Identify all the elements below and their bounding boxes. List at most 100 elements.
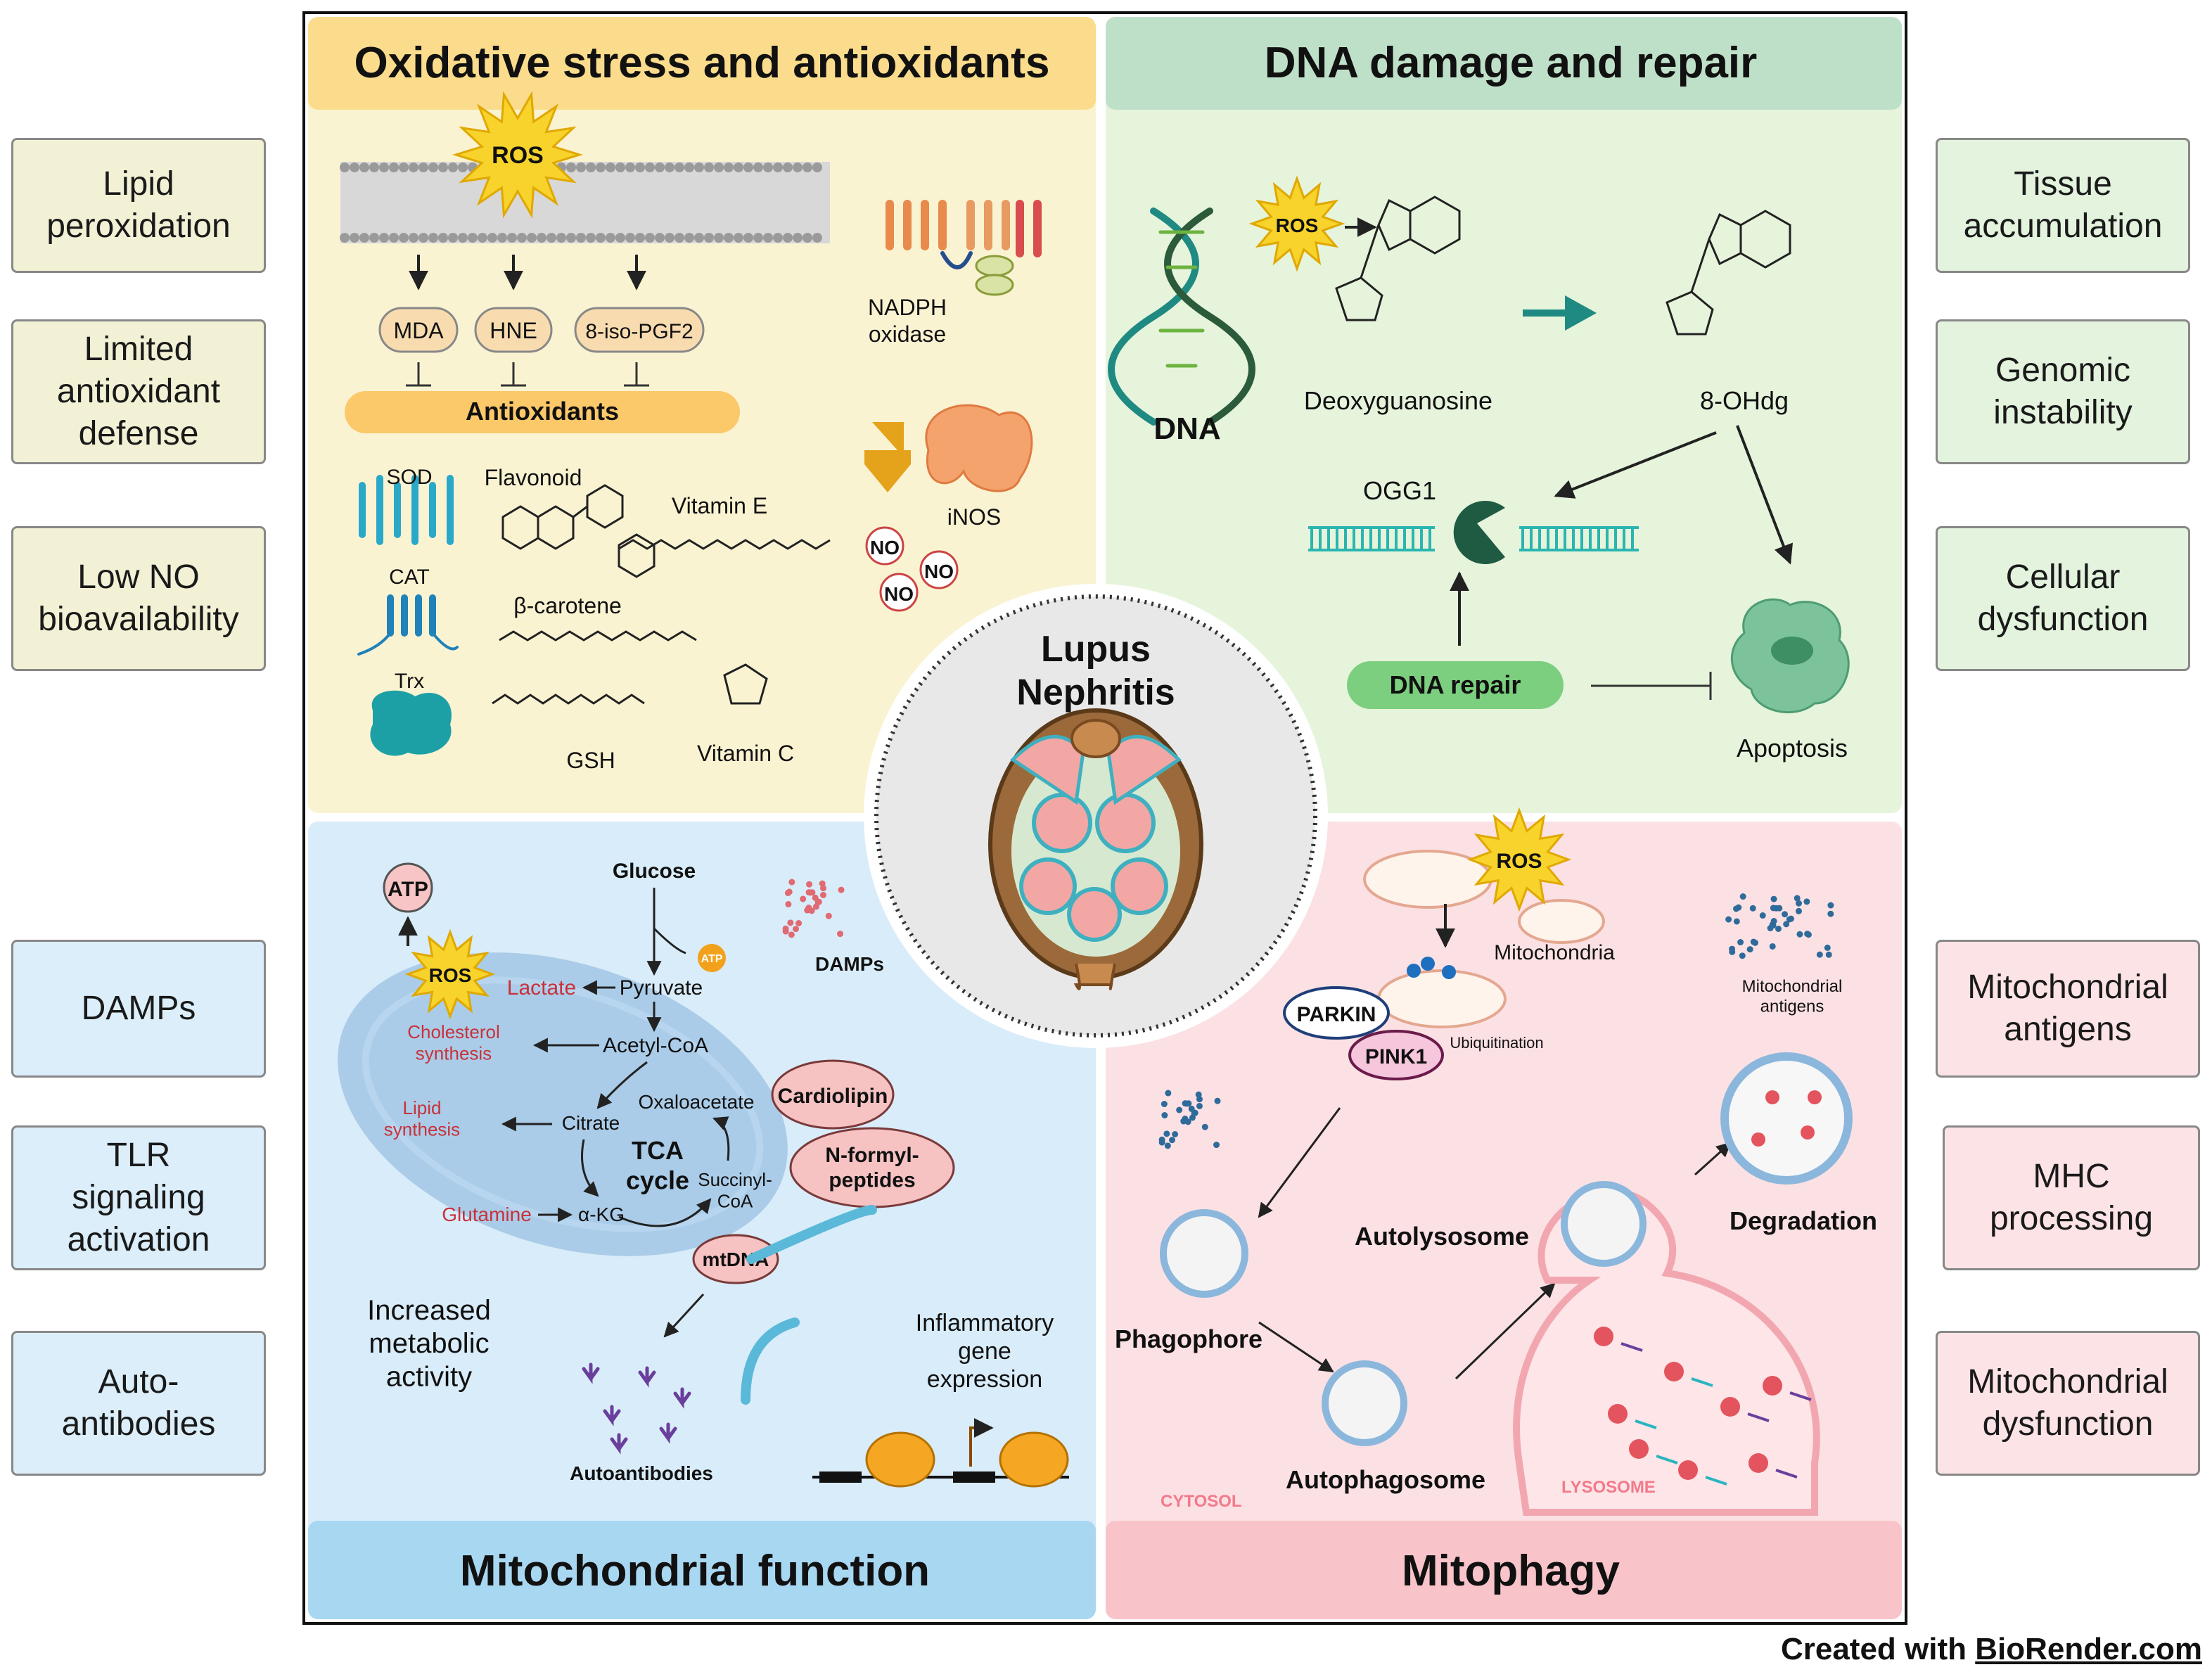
damp-dot (815, 898, 822, 905)
damp-dot (800, 895, 807, 902)
antigen-dot (1796, 900, 1803, 907)
title-mitophagy: Mitophagy (1402, 1547, 1620, 1595)
lipid-head (596, 233, 606, 243)
lipid-head (803, 233, 812, 243)
label-phagophore: Phagophore (1115, 1324, 1262, 1353)
antigen-dot (1163, 1130, 1170, 1137)
autophagosome-icon (1322, 1360, 1407, 1446)
lysosome-debris (1629, 1439, 1649, 1459)
label-dna-repair: DNA repair (1390, 670, 1521, 699)
lipid-head (556, 233, 566, 243)
lipid-head (448, 233, 458, 243)
lipid-head (350, 233, 359, 243)
antigen-dot (1746, 946, 1753, 953)
lipid-head (379, 233, 389, 243)
lipid-head (783, 233, 793, 243)
lysosome-debris (1635, 1419, 1657, 1429)
lipid-head (340, 233, 350, 243)
lipid-head (625, 233, 635, 243)
antigen-dot (1749, 905, 1756, 912)
lipid-head (606, 233, 615, 243)
lipid-head (478, 233, 487, 243)
ros-label-mitophagy: ROS (1496, 850, 1542, 873)
lipid-head (753, 233, 763, 243)
antigen-dot (1770, 918, 1777, 925)
antigen-dot (1772, 905, 1779, 912)
antigen-dot (1161, 1112, 1168, 1119)
right-box-cellular: Cellular dysfunction (1936, 526, 2190, 671)
lipid-head (793, 233, 803, 243)
teal-arrow-icon (1523, 295, 1597, 331)
ros-label-dna: ROS (1276, 215, 1319, 236)
trx-icon (357, 594, 459, 656)
lipid-head (428, 233, 438, 243)
nformyl-ellipse (789, 1127, 955, 1208)
nadph-oxidase-icon (886, 200, 1042, 296)
lysosome-debris (1691, 1377, 1713, 1387)
antigen-dot (1804, 931, 1811, 938)
lipid-head (527, 233, 537, 243)
svg-text:NO: NO (884, 583, 914, 605)
damp-dot (838, 886, 845, 893)
lipid-head (812, 233, 822, 243)
credit-link[interactable]: BioRender.com (1975, 1632, 2202, 1666)
lipid-head (340, 162, 350, 172)
antigen-dot (1827, 902, 1834, 909)
antigen-dot (1769, 943, 1776, 950)
blue-dots-icon (1158, 1090, 1221, 1149)
antigen-dot (1787, 915, 1794, 922)
antigen-dot (1161, 1101, 1168, 1108)
label-mda: MDA (393, 318, 444, 343)
antigen-dot (1176, 1106, 1183, 1113)
antigen-dot (1759, 912, 1766, 919)
lipid-head (359, 233, 369, 243)
label-glutamine: Glutamine (442, 1204, 532, 1225)
lipid-head (409, 233, 418, 243)
lipid-head (379, 162, 389, 172)
lipid-head (517, 233, 527, 243)
lipid-head (694, 162, 704, 172)
lysosome-debris (1763, 1376, 1782, 1396)
ros-label-mito: ROS (429, 964, 472, 986)
antigen-dot (1796, 931, 1803, 938)
degradation-vesicle-icon (1720, 1052, 1853, 1185)
damp-dot (807, 889, 814, 896)
label-pink1: PINK1 (1365, 1045, 1427, 1068)
label-8iso: 8-iso-PGF2 (585, 320, 693, 343)
lipid-head (684, 233, 694, 243)
lipid-head (428, 162, 438, 172)
antigen-dot (1735, 904, 1742, 911)
lipid-head (655, 162, 665, 172)
label-dna: DNA (1153, 411, 1220, 446)
lysosome-debris (1789, 1391, 1812, 1401)
lipid-head (655, 233, 665, 243)
label-mitochondria: Mitochondria (1494, 941, 1615, 964)
lipid-head (350, 162, 359, 172)
label-degradation: Degradation (1730, 1206, 1877, 1235)
damp-dot (806, 881, 813, 888)
ros-burst-dna (1248, 175, 1345, 272)
antigen-dot (1782, 911, 1789, 918)
no-molecules: NO NO NO (865, 526, 959, 612)
antigen-dot (1214, 1097, 1221, 1104)
antigen-dot (1824, 944, 1831, 951)
lipid-head (724, 233, 734, 243)
antigen-dot (1827, 910, 1834, 917)
lipid-head (507, 233, 517, 243)
lipid-head (734, 162, 743, 172)
lipid-head (596, 162, 606, 172)
left-box-low-no: Low NO bioavailability (11, 526, 266, 671)
antioxidants-bar (345, 391, 740, 433)
down-arrow-icon (864, 450, 911, 492)
lysosome-debris-icon (1594, 1090, 1822, 1486)
dna-strand-icon (1308, 526, 1639, 551)
damp-dot (819, 891, 826, 898)
flavonoid-structure (501, 484, 624, 550)
antigen-dot (1739, 893, 1746, 900)
title-dna: DNA damage and repair (1265, 39, 1758, 87)
nucleosome-icon (741, 1205, 1069, 1488)
lipid-head (615, 233, 625, 243)
lipid-head (635, 233, 645, 243)
